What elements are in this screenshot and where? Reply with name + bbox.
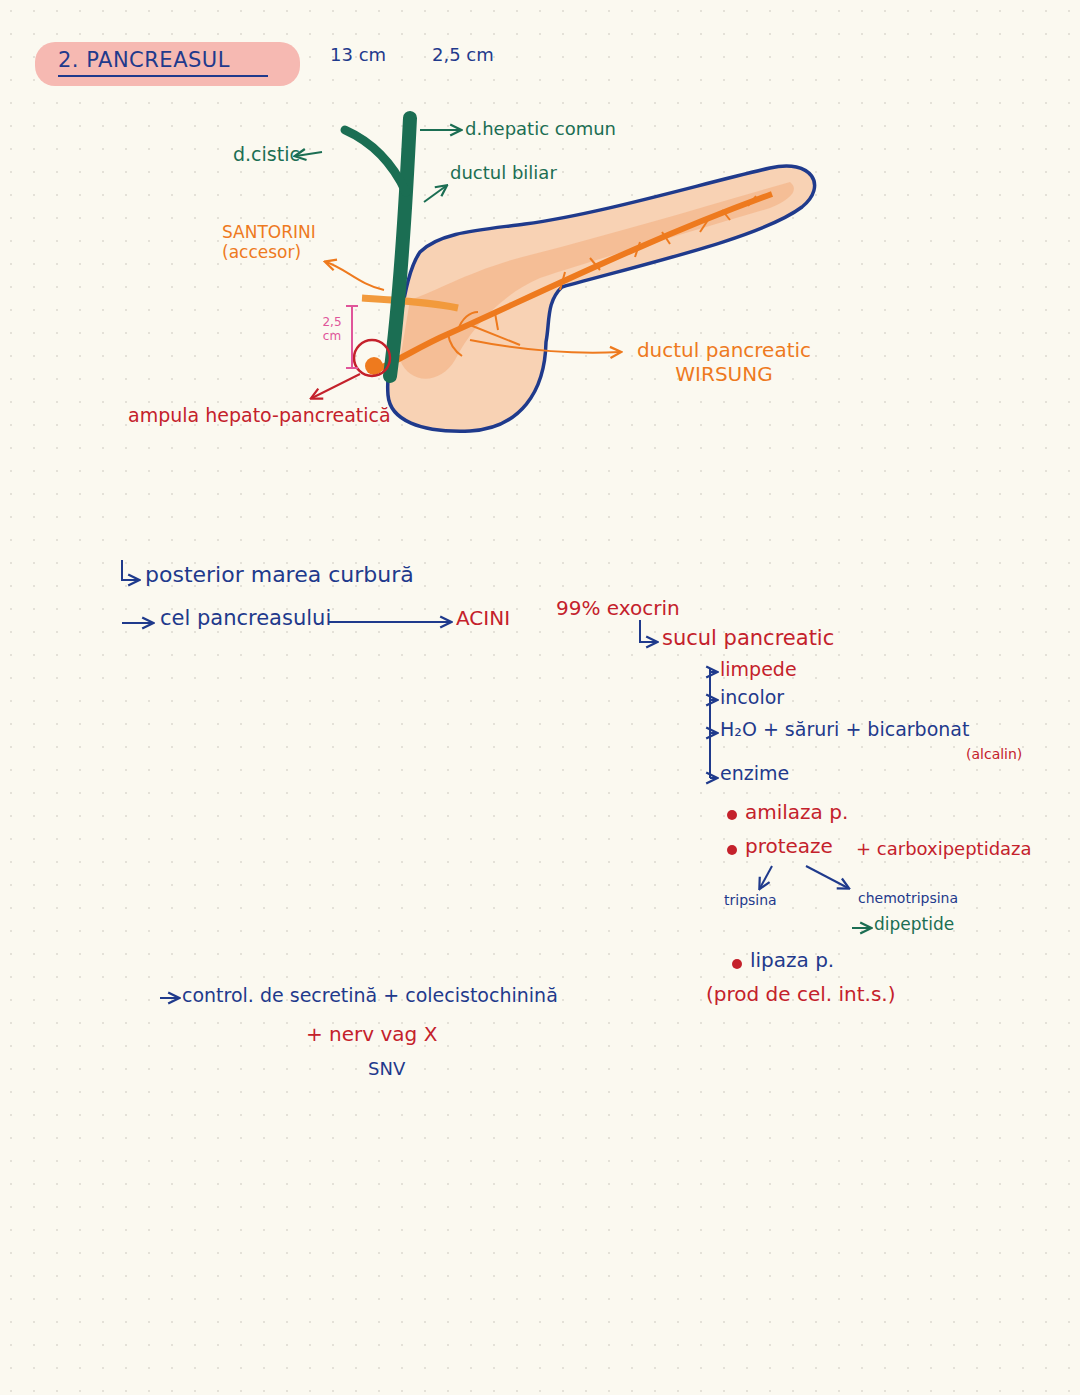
annotation-label: lipaza p. [750,948,834,972]
note-arrows-part [710,732,716,734]
annotation-label: amilaza p. [745,800,848,824]
annotation-label: limpede [720,658,797,681]
leader-arrows-part [424,186,446,202]
annotation-label: d.hepatic comun [465,118,616,140]
annotation-label: posterior marea curbură [145,562,414,588]
annotation-label: sucul pancreatic [662,626,834,651]
note-arrows-part [122,622,152,624]
note-arrows-part [760,866,772,888]
annotation-label: ductul pancreatic WIRSUNG [624,338,824,386]
leader-arrows-part [470,340,620,353]
annotation-label: d.cistic [233,143,300,166]
bile-ducts-part [345,130,406,192]
bullets [727,810,742,969]
pancreas-drawing-part-part [590,258,600,270]
title-band-part [35,42,300,86]
bullets-part [732,959,742,969]
note-arrows [122,560,870,998]
note-arrows-part [328,621,450,623]
bile-ducts-part [390,118,410,376]
annotation-label: enzime [720,762,789,785]
annotation-label: control. de secretină + colecistochinină [182,984,558,1007]
leader-arrows-part [312,374,360,398]
annotation-label: chemotripsina [858,890,958,907]
note-arrows-part [122,560,138,580]
pancreas-drawing-part-part [448,334,462,356]
pancreas-drawing-part-part [662,232,670,244]
note-arrows-part [709,668,711,778]
bullets-part [727,810,737,820]
pancreas-drawing-part-part [722,210,730,220]
note-arrows-part [710,671,716,673]
annotation-label: incolor [720,686,784,709]
measure-bracket [346,306,358,368]
note-arrows-part [640,620,656,642]
pancreas-drawing-part-part [560,272,565,290]
annotation-label: 99% exocrin [556,596,680,620]
bullets-part [727,845,737,855]
annotation-label: proteaze [745,834,833,858]
annotation-label: 13 cm [330,44,386,66]
note-arrows-part [710,777,716,779]
annotation-label: 2,5 cm [432,44,494,66]
annotation-label: cel pancreasului [160,606,331,631]
annotation-label: + nerv vag X [306,1022,437,1046]
pancreas-drawing-part-part [495,313,498,330]
page-title: 2. PANCREASUL [58,48,230,73]
pancreas-drawing-part [448,196,756,356]
annotation-label: SANTORINI (accesor) [222,222,334,263]
pancreas-drawing-part-part [700,220,708,232]
annotation-label: + carboxipeptidaza [856,838,1032,860]
pancreas-drawing-part [362,298,458,308]
note-arrows-part [806,866,848,888]
pancreas-drawing-part [388,166,815,431]
note-arrows-part [710,699,716,701]
bile-ducts [345,118,410,376]
annotation-label: H₂O + săruri + bicarbonat [720,718,969,741]
measure-bracket-part [351,306,353,368]
ampulla-circle-part [354,340,390,376]
leader-arrows [296,130,620,398]
annotation-label: 2,5 cm [318,315,346,344]
annotation-label: SNV [368,1058,405,1080]
measure-bracket-part [346,367,358,369]
pancreas-drawing-part [365,357,383,375]
note-arrows-part [160,997,178,999]
annotation-label: (prod de cel. int.s.) [706,982,896,1006]
annotation-label: dipeptide [874,914,954,934]
leader-arrows-part [326,262,384,290]
leader-arrows-part [420,129,460,131]
annotation-label: (alcalin) [966,746,1022,763]
annotation-label: ampula hepato-pancreatică [128,404,391,427]
title-band [35,42,300,86]
pancreas-drawing-part-part [635,242,640,257]
annotation-label: tripsina [724,892,777,909]
pancreas-drawing [362,166,815,431]
measure-bracket-part [346,305,358,307]
annotation-label: ductul biliar [450,162,557,184]
title-band-part [58,75,268,77]
annotation-label: ACINI [456,606,510,630]
note-arrows-part [852,927,870,929]
ampulla-circle [354,340,390,376]
pancreas-drawing-part-part [748,196,756,206]
